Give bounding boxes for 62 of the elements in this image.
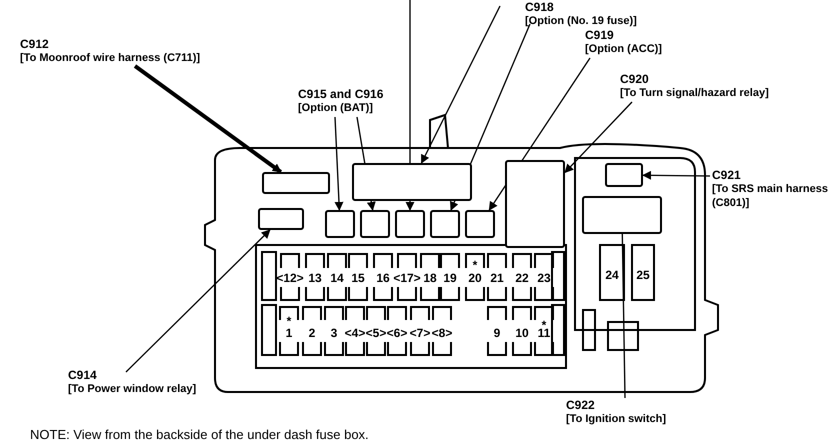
fuse-number: <8> <box>432 326 452 340</box>
connector-code: C914 <box>68 368 98 382</box>
leader-line <box>420 6 501 164</box>
connector-part <box>258 208 304 230</box>
connector-description: [To Power window relay] <box>68 382 198 396</box>
connector-part <box>465 210 495 238</box>
connector-code: C922 <box>566 398 596 412</box>
connector-description: [To Turn signal/hazard relay] <box>620 86 770 100</box>
fuse-number: 25 <box>636 268 650 282</box>
fuse-number: 22 <box>515 271 529 285</box>
fuse-number: <7> <box>410 326 430 340</box>
fuse-number: 9 <box>494 326 500 340</box>
connector-part <box>262 172 330 194</box>
fuse-number: 10 <box>515 326 529 340</box>
fuse-number: 2 <box>308 326 316 340</box>
asterisk-mark: * <box>286 314 292 328</box>
connector-part <box>430 210 460 238</box>
connector-code: C920 <box>620 72 650 86</box>
fuse-number: 14 <box>330 271 344 285</box>
connector-code: C915 and C916 <box>298 87 384 101</box>
connector-description: [Option (BAT)] <box>298 101 374 115</box>
fuse-number: 23 <box>537 271 551 285</box>
connector-description: [Option (ACC)] <box>585 42 663 56</box>
fuse-number: 20 <box>468 271 482 285</box>
connector-code: C921 <box>712 168 742 182</box>
connector-part <box>395 210 425 238</box>
fuse-number: <6> <box>386 326 408 340</box>
fuse-number: 1 <box>286 326 292 340</box>
fuse-number: 16 <box>376 271 390 285</box>
fuse-number: <4> <box>344 326 366 340</box>
connector-part <box>352 163 472 201</box>
connector-description: [To Ignition switch] <box>566 412 667 426</box>
connector-description: [To Moonroof wire harness (C711)] <box>20 51 202 65</box>
fuse-number: 15 <box>351 271 365 285</box>
connector-code: C918 <box>525 0 555 14</box>
connector-code: C919 <box>585 28 615 42</box>
fuse-number: 3 <box>330 326 338 340</box>
leader-line <box>134 64 282 174</box>
leader-line <box>622 234 626 398</box>
fuse-number: 11 <box>538 326 550 340</box>
leader-line <box>126 229 270 372</box>
connector-part <box>360 210 390 238</box>
fuse-number: <5> <box>366 326 386 340</box>
connector-description: [To SRS main harness (C801)] <box>712 182 829 210</box>
leader-line <box>564 102 632 174</box>
leader-line <box>334 116 344 211</box>
fuse-number: <17> <box>393 271 421 285</box>
connector-code: C912 <box>20 37 50 51</box>
leader-line <box>642 170 710 180</box>
connector-description: [Option (No. 19 fuse)] <box>525 14 638 28</box>
connector-part <box>582 196 662 234</box>
connector-part <box>605 163 643 187</box>
fuse-number: 19 <box>443 271 457 285</box>
fuse-number: 18 <box>423 271 437 285</box>
connector-part <box>325 210 355 238</box>
fuse-number: 13 <box>308 271 322 285</box>
fuse-number: 21 <box>490 271 504 285</box>
fuse-number: 24 <box>605 268 619 282</box>
asterisk-mark: * <box>472 258 478 272</box>
note-text: NOTE: View from the backside of the under dash fuse box. <box>30 428 369 442</box>
fuse-number: <12> <box>276 271 304 285</box>
connector-part <box>505 160 565 248</box>
